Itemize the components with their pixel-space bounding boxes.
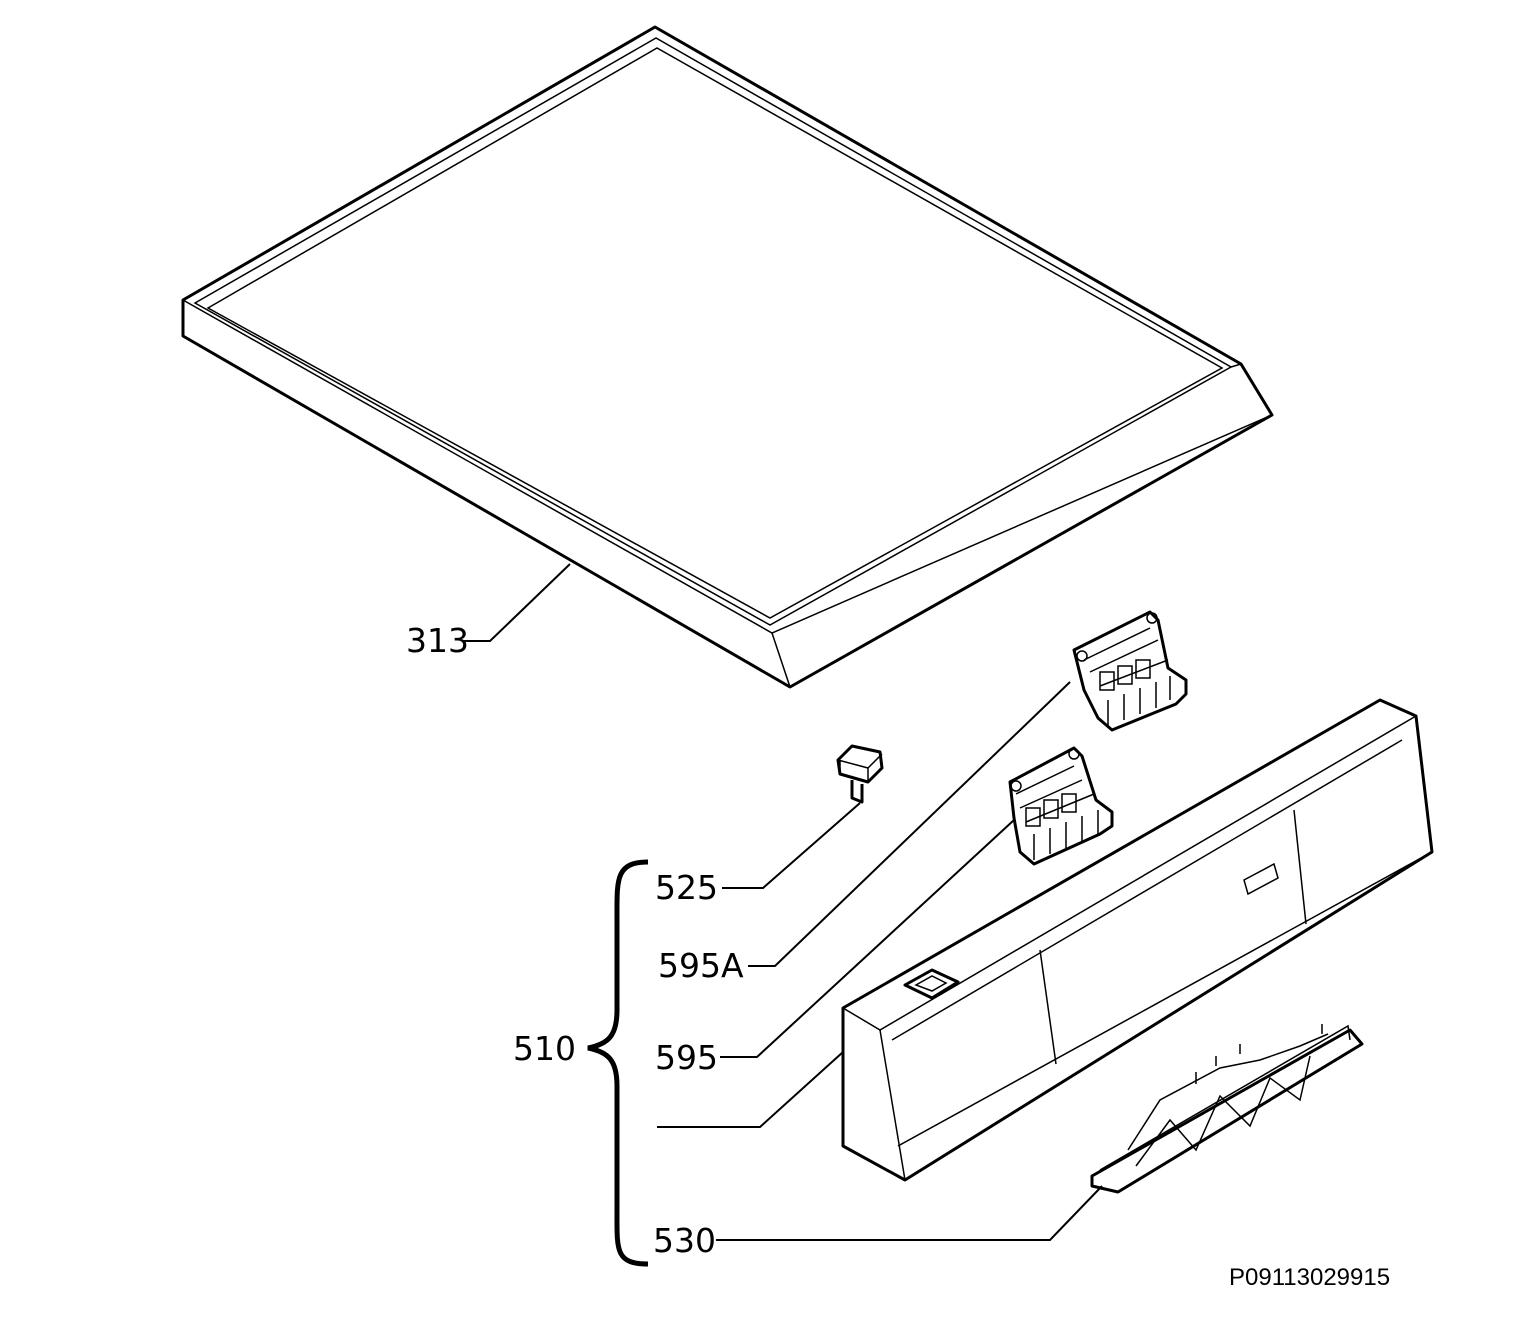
label-510: 510 (513, 1029, 576, 1068)
leader-530 (716, 1185, 1103, 1241)
leader-510 (657, 1051, 844, 1128)
leader-595 (720, 819, 1015, 1058)
drawing-code: P09113029915 (1229, 1264, 1390, 1291)
group-brace-510 (587, 859, 649, 1267)
label-525: 525 (655, 868, 718, 907)
leader-595a (748, 681, 1071, 967)
switch-module-part-595a (1072, 610, 1188, 732)
label-530: 530 (653, 1221, 716, 1260)
switch-module-part-595 (1008, 746, 1114, 866)
label-313: 313 (406, 621, 469, 660)
clip-part-525 (836, 744, 884, 804)
top-cover-part-313 (181, 25, 1274, 689)
control-panel-part-510 (841, 698, 1434, 1182)
bracket-part-530 (1090, 1024, 1364, 1194)
leader-lines (463, 563, 1103, 1241)
label-595: 595 (655, 1038, 718, 1077)
leader-313 (463, 563, 571, 642)
leader-525 (722, 802, 861, 889)
label-595a: 595A (658, 946, 744, 985)
